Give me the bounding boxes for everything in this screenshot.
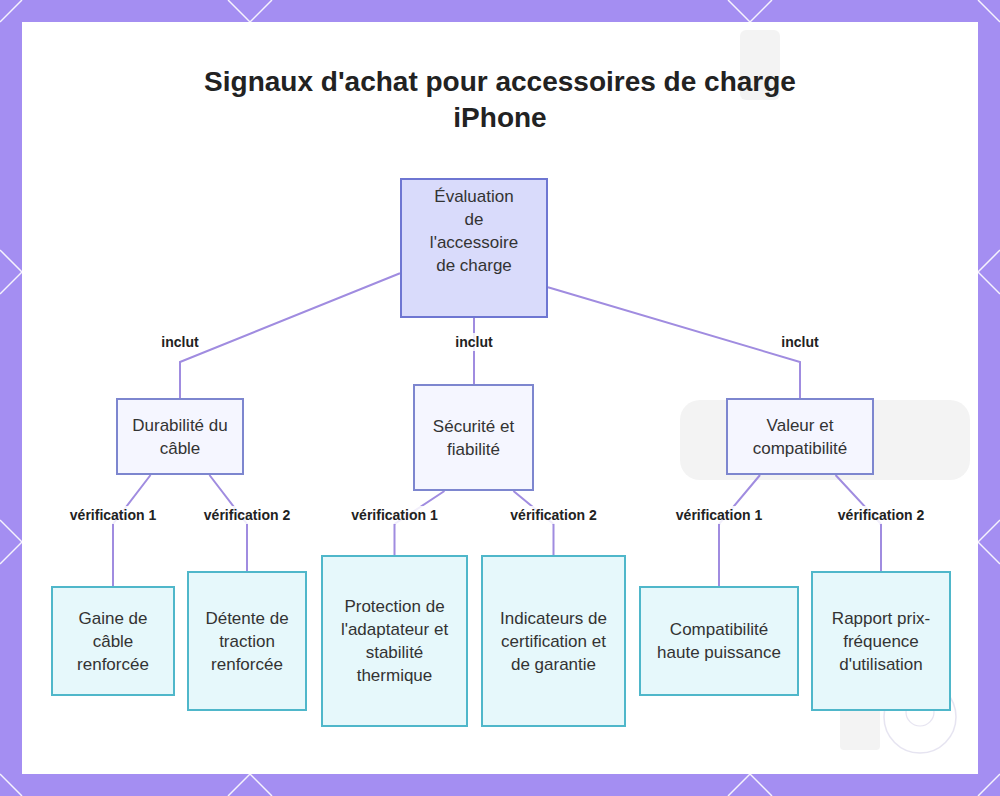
edge-label: vérification 2 <box>508 506 598 524</box>
category-box: Durabilité du câble <box>116 398 244 475</box>
edge-label: vérification 1 <box>674 506 764 524</box>
edge-label: vérification 1 <box>349 506 439 524</box>
connector-line <box>473 318 475 384</box>
connector-line <box>113 475 151 586</box>
node-text: Protection de l'adaptateur et stabilité … <box>339 595 451 687</box>
check-box: Compatibilité haute puissance <box>639 586 799 696</box>
check-box: Gaine de câble renforcée <box>51 586 175 696</box>
edge-label: vérification 1 <box>68 506 158 524</box>
node-text: Rapport prix-fréquence d'utilisation <box>831 607 931 676</box>
check-box: Protection de l'adaptateur et stabilité … <box>321 555 468 727</box>
check-box: Détente de traction renforcée <box>187 571 307 711</box>
edge-label: inclut <box>779 333 820 351</box>
connector-line <box>548 287 800 398</box>
category-box: Valeur et compatibilité <box>726 398 874 475</box>
canvas-area <box>22 22 978 774</box>
node-text: Sécurité et fiabilité <box>424 415 524 461</box>
connector-line <box>395 491 445 555</box>
diagram-title: Signaux d'achat pour accessoires de char… <box>200 64 800 136</box>
connector-line <box>513 491 553 555</box>
edge-label: inclut <box>159 333 200 351</box>
connector-line <box>719 475 760 586</box>
node-text: Évaluation de l'accessoire de charge <box>424 185 524 277</box>
connector-line <box>180 273 400 398</box>
edge-label: vérification 2 <box>202 506 292 524</box>
root-box: Évaluation de l'accessoire de charge <box>400 178 548 318</box>
check-box: Rapport prix-fréquence d'utilisation <box>811 571 951 711</box>
check-box: Indicateurs de certification et de garan… <box>481 555 626 727</box>
node-text: Détente de traction renforcée <box>200 607 295 676</box>
node-text: Durabilité du câble <box>125 414 235 460</box>
edge-label: vérification 2 <box>836 506 926 524</box>
connector-line <box>836 475 881 571</box>
node-text: Valeur et compatibilité <box>735 414 865 460</box>
node-text: Compatibilité haute puissance <box>654 618 784 664</box>
connector-line <box>209 475 247 571</box>
node-text: Gaine de câble renforcée <box>63 607 163 676</box>
category-box: Sécurité et fiabilité <box>413 384 534 491</box>
node-text: Indicateurs de certification et de garan… <box>496 607 611 676</box>
